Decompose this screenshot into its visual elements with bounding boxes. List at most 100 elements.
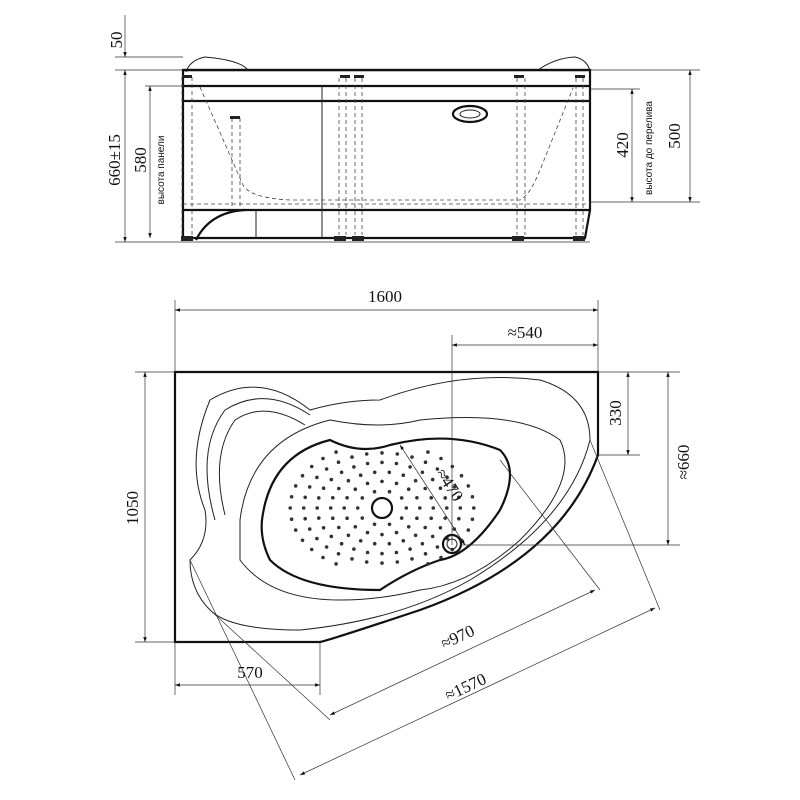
air-jet-dot: [415, 496, 419, 500]
air-jet-dot: [439, 456, 443, 461]
air-jet-dot: [413, 478, 418, 483]
air-jet-dot: [365, 481, 370, 486]
dim-total-height: 660±15: [105, 134, 124, 186]
air-jet-dot: [334, 450, 338, 454]
overflow-height-caption: высота до перелива: [644, 101, 655, 195]
front-view: 50 660±15 580 высота панели 420 высота д…: [105, 15, 700, 243]
air-jet-dot: [420, 541, 425, 546]
air-jet-dot: [345, 496, 349, 500]
air-jet-dot: [307, 527, 312, 531]
dim-depth: 500: [665, 123, 684, 149]
tub-outline: [173, 370, 600, 644]
air-jet-dot: [380, 460, 384, 465]
legs: [181, 75, 585, 241]
air-jet-dot: [352, 465, 356, 469]
air-jet-dot: [408, 547, 412, 551]
air-jet-dot: [301, 506, 306, 510]
air-jet-dot: [415, 516, 419, 520]
air-jet-dot: [365, 461, 370, 466]
tub-body: [181, 68, 592, 240]
air-jet-dot: [439, 555, 443, 560]
air-jet-dot: [309, 464, 314, 469]
air-jet-dot: [470, 495, 475, 499]
air-jet-dot: [358, 539, 363, 543]
air-jet-dot: [315, 536, 319, 541]
air-jet-dot: [339, 470, 344, 475]
air-jet-dot: [372, 470, 377, 475]
air-jet-dot: [394, 530, 399, 535]
air-jet-dot: [324, 545, 329, 549]
air-jet-dot: [293, 484, 298, 488]
air-jet-dot: [423, 486, 428, 491]
air-jet-dot: [337, 486, 341, 491]
air-jet-dot: [431, 506, 436, 510]
dim-top-rim: 50: [107, 32, 126, 49]
air-jet-dot: [380, 479, 384, 484]
air-jet-dot: [401, 539, 406, 543]
air-jet-dot: [293, 528, 298, 532]
air-jet-dot: [458, 506, 463, 510]
dim-drain-depth: ≈660: [674, 445, 693, 480]
overflow-icon: [451, 104, 489, 124]
air-jet-dot: [321, 555, 325, 560]
air-jet-dot: [413, 533, 418, 538]
air-jet-dot: [470, 517, 475, 521]
air-jet-dot: [466, 528, 471, 532]
air-jet-dot: [423, 460, 428, 465]
air-jet-dot: [466, 484, 471, 488]
air-jet-dot: [321, 456, 325, 461]
air-jet-dot: [423, 525, 428, 530]
air-jet-dot: [307, 485, 312, 489]
air-jet-dot: [315, 475, 319, 480]
air-jet-dot: [372, 489, 377, 494]
air-jet-dot: [438, 526, 443, 530]
air-jet-dot: [406, 487, 411, 492]
air-jet-dot: [303, 516, 308, 521]
air-jet-dot: [380, 551, 384, 556]
dim-overflow-height: 420: [613, 132, 632, 158]
air-jet-dot: [346, 478, 351, 483]
air-jet-dot: [401, 473, 406, 478]
dim-panel-height: 580: [131, 147, 150, 173]
air-jet-dot: [328, 506, 333, 510]
air-jet-dot: [406, 525, 411, 529]
air-jet-dot: [288, 506, 293, 510]
air-jet-dot: [329, 477, 334, 482]
air-jet-dot: [324, 467, 329, 471]
air-jet-dot: [350, 557, 354, 561]
right-headrest: [537, 56, 591, 73]
air-jet-dot: [365, 550, 370, 555]
air-jet-dot: [380, 561, 384, 565]
air-jet-dot: [420, 470, 425, 475]
left-headrest: [185, 56, 249, 73]
air-jet-dot: [394, 481, 399, 486]
bowl: [260, 437, 511, 592]
air-jet-dot: [352, 547, 356, 551]
air-jet-dot: [423, 552, 428, 556]
air-jet-dot: [459, 473, 464, 478]
panel-height-caption: высота панели: [156, 136, 167, 205]
plan-dimensions: [135, 300, 680, 781]
air-jet-dot: [410, 557, 414, 561]
air-jet-dot: [364, 560, 369, 564]
dim-length: 1600: [368, 287, 402, 306]
air-jet-dot: [372, 522, 377, 527]
dim-right-edge: 330: [606, 400, 625, 426]
air-jet-dot: [331, 516, 335, 520]
air-jet-dot: [355, 506, 360, 510]
dim-drain-offset: ≈540: [508, 323, 543, 342]
air-jet-dot: [372, 541, 377, 546]
air-jet-dot: [289, 495, 294, 499]
air-jet-dot: [321, 526, 326, 530]
dim-left-edge: 570: [237, 663, 263, 682]
air-jet-dot: [394, 550, 399, 555]
air-jet-dot: [336, 552, 341, 556]
air-jet-dot: [353, 487, 358, 492]
air-jet-dot: [387, 470, 392, 475]
air-jet-dot: [429, 496, 434, 500]
air-jet-dot: [360, 496, 365, 500]
dim-width: 1050: [123, 491, 142, 525]
air-jet-dot: [457, 516, 461, 521]
